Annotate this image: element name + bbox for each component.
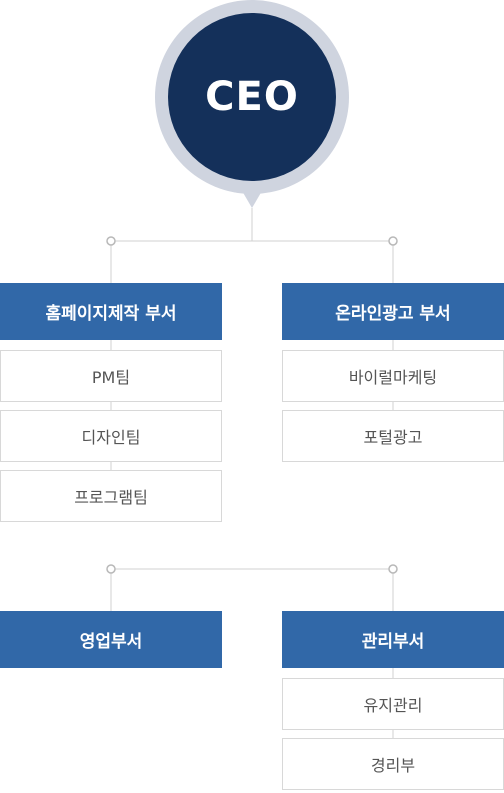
node-dot	[388, 236, 398, 246]
ceo-label: CEO	[168, 13, 336, 181]
team-accounting: 경리부	[282, 738, 504, 790]
node-dot	[106, 564, 116, 574]
node-dot	[388, 564, 398, 574]
ceo-pointer	[238, 184, 266, 208]
team-pm: PM팀	[0, 350, 222, 402]
team-program: 프로그램팀	[0, 470, 222, 522]
dept-management: 관리부서	[282, 611, 504, 668]
team-portal-ads: 포털광고	[282, 410, 504, 462]
ceo-node: CEO	[155, 0, 349, 210]
dept-online-ads: 온라인광고 부서	[282, 283, 504, 340]
team-viral-marketing: 바이럴마케팅	[282, 350, 504, 402]
dept-sales: 영업부서	[0, 611, 222, 668]
dept-homepage: 홈페이지제작 부서	[0, 283, 222, 340]
team-design: 디자인팀	[0, 410, 222, 462]
node-dot	[106, 236, 116, 246]
team-maintenance: 유지관리	[282, 678, 504, 730]
